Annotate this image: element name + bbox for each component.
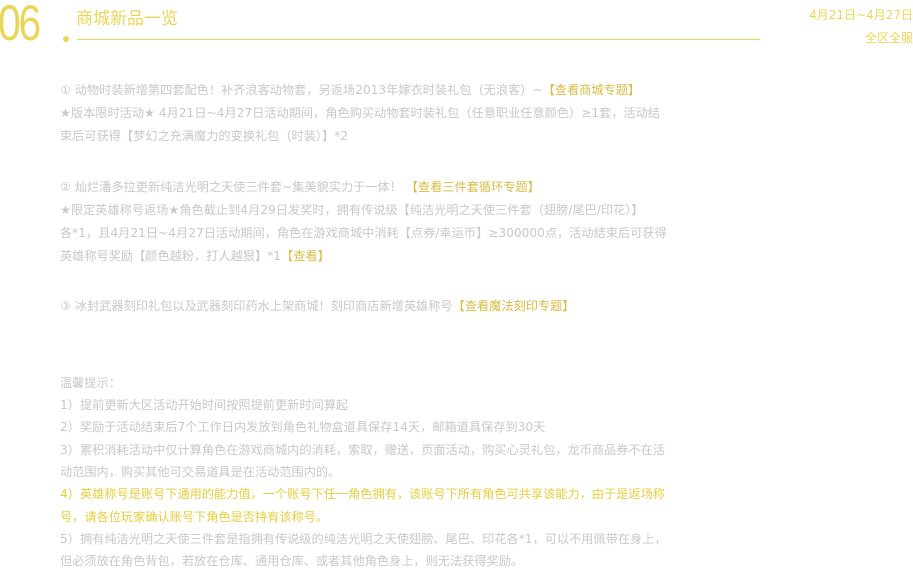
tip-line: 2）奖励于活动结束后7个工作日内发放到角色礼物盒道具保存14天，邮箱道具保存到3… [60,420,546,435]
section-number: 06 [0,0,41,51]
line-text: ① 动物时装新增第四套配色！补齐浪客动物套，另返场2013年嫁衣时装礼包（无浪客… [60,83,543,97]
region-label: 全区全服 [864,31,913,45]
line-text: ★版本限时活动★ 4月21日~4月27日活动期间，角色购买动物套时装礼包（任意职… [60,106,661,120]
topic-link[interactable]: 【查看】 [281,249,330,263]
tip-line: 3）累积消耗活动中仅计算角色在游戏商城内的消耗，索取，赠送，页面活动，购买心灵礼… [60,442,665,457]
title-divider [77,39,760,40]
section-1-line: 束后可获得【梦幻之充满魔力的变换礼包（时装）】*2 [60,126,348,144]
tip-line: 5）拥有纯洁光明之天使三件套是指拥有传说级的纯洁光明之天使翅膀、尾巴、印花各*1… [60,531,667,546]
section-3-line: ③ 冰封武器刻印礼包以及武器刻印药水上架商城！刻印商店新增英雄称号【查看魔法刻印… [60,296,575,314]
topic-link[interactable]: 【查看三件套循环专题】 [405,180,540,194]
line-text: 英雄称号奖励【颜色越粉，打人越狠】*1 [60,249,282,263]
tip-line: 4）英雄称号是账号下通用的能力值，一个账号下任一角色拥有，该账号下所有角色可共享… [60,487,665,502]
tip-line: 1）提前更新大区活动开始时间按照提前更新时间算起 [60,398,349,412]
section-1-line: ① 动物时装新增第四套配色！补齐浪客动物套，另返场2013年嫁衣时装礼包（无浪客… [60,80,640,98]
section-1-line: ★版本限时活动★ 4月21日~4月27日活动期间，角色购买动物套时装礼包（任意职… [60,103,660,121]
topic-link[interactable]: 【查看魔法刻印专题】 [452,299,575,313]
tip-line: 但必须放在角色背包，若放在仓库、通用仓库、或者其他角色身上，则无法获得奖励。 [60,554,524,569]
line-text: ③ 冰封武器刻印礼包以及武器刻印药水上架商城！刻印商店新增英雄称号 [60,299,453,313]
line-text: 束后可获得【梦幻之充满魔力的变换礼包（时装）】*2 [60,129,349,143]
section-2-line: 各*1，且4月21日~4月27日活动期间，角色在游戏商城中消耗【点券/幸运币】≥… [60,223,667,241]
section-2-line: ★限定英雄称号返场★角色截止到4月29日发奖时，拥有传说级【纯洁光明之天使三件套… [60,200,643,218]
dot-decoration [63,36,69,42]
section-2-line: 英雄称号奖励【颜色越粉，打人越狠】*1【查看】 [60,246,330,264]
line-text: ② 灿烂潘多拉更新纯洁光明之天使三件套~集美貌实力于一体！ [60,180,406,194]
tip-line: 动范围内，购买其他可交易道具是在活动范围内的。 [60,464,341,479]
date-range: 4月21日~4月27日 [809,8,913,22]
line-text: ★限定英雄称号返场★角色截止到4月29日发奖时，拥有传说级【纯洁光明之天使三件套… [60,203,644,217]
topic-link[interactable]: 【查看商城专题】 [542,83,641,97]
tip-line: 号，请各位玩家确认账号下角色是否持有该称号。 [60,509,329,524]
section-2-line: ② 灿烂潘多拉更新纯洁光明之天使三件套~集美貌实力于一体！ 【查看三件套循环专题… [60,177,540,195]
line-text: 各*1，且4月21日~4月27日活动期间，角色在游戏商城中消耗【点券/幸运币】≥… [60,226,667,240]
tips-heading: 温馨提示： [60,376,121,390]
section-title: 商城新品一览 [76,9,178,29]
